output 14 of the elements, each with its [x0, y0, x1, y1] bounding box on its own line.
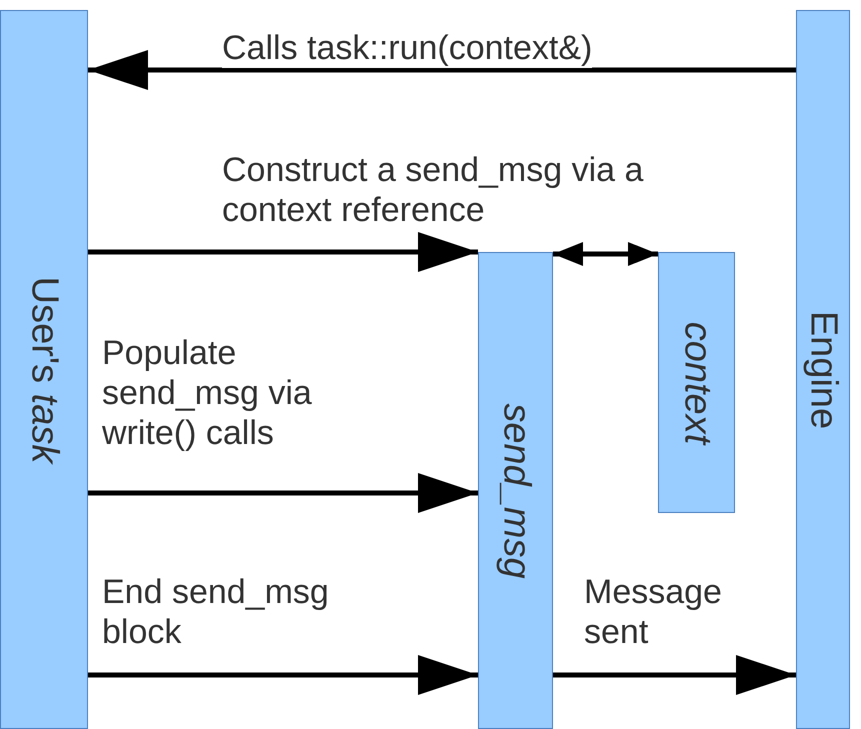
lifeline-label: User's task: [22, 276, 66, 463]
message-arrow: [88, 232, 478, 272]
object-bar: [658, 252, 735, 513]
message-arrow: [88, 473, 478, 513]
lifeline-label: context: [675, 321, 718, 444]
lifeline-bar: [796, 10, 850, 729]
lifeline-label: Engine: [802, 310, 844, 429]
lifeline-bar: [0, 10, 88, 729]
message-arrow: [553, 242, 658, 266]
message-arrow: [88, 655, 478, 695]
message-arrow: [88, 50, 796, 90]
object-bar: [478, 252, 553, 729]
lifeline-label: send_msg: [494, 402, 537, 578]
message-arrow: [553, 655, 796, 695]
